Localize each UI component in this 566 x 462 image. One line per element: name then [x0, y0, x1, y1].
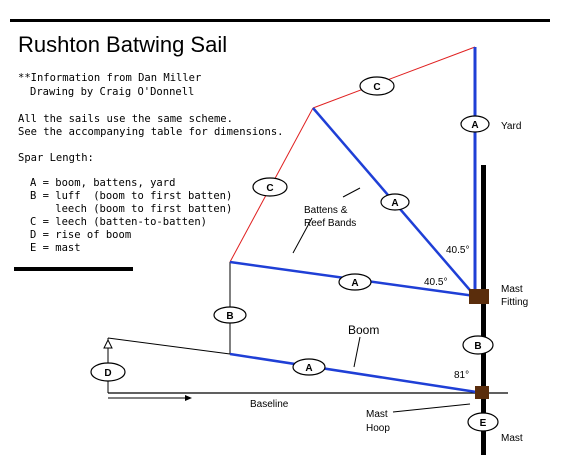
mast-hoop — [475, 386, 489, 399]
top-rule — [10, 19, 550, 22]
legend-line-b: B = luff (boom to first batten) — [30, 190, 232, 202]
source-note: **Information from Dan Miller — [18, 72, 201, 84]
battens-label-2: Reef Bands — [304, 218, 356, 229]
mast-fitting-label-1: Mast — [501, 284, 523, 295]
battens-pointer-2 — [342, 187, 361, 198]
legend-line-a: A = boom, battens, yard — [30, 177, 175, 189]
svg-text:C: C — [266, 183, 273, 194]
yard-label: Yard — [501, 121, 521, 132]
boom-rise-line — [107, 337, 231, 355]
mast-label: Mast — [501, 433, 523, 444]
legend-line-e: E = mast — [30, 242, 81, 254]
angle-upper: 40.5° — [446, 245, 469, 256]
hoop-pointer — [392, 403, 471, 413]
baseline-label: Baseline — [250, 399, 289, 410]
marker-a-diag: A — [380, 193, 410, 211]
legend-heading: Spar Length: — [18, 152, 94, 164]
legend-rule — [14, 267, 133, 271]
marker-a-yard: A — [460, 115, 490, 133]
svg-text:E: E — [480, 418, 487, 429]
battens-label-1: Battens & — [304, 205, 348, 216]
leech-upper — [312, 46, 476, 109]
mast-hoop-label-1: Mast — [366, 409, 388, 420]
legend-line-b2: leech (boom to first batten) — [30, 203, 232, 215]
marker-c-upper: C — [359, 76, 395, 96]
marker-b-mast: B — [462, 335, 494, 355]
mast-hoop-label-2: Hoop — [366, 423, 390, 434]
baseline-arrowhead — [185, 395, 192, 401]
svg-text:B: B — [474, 341, 481, 352]
page-title: Rushton Batwing Sail — [18, 32, 227, 57]
marker-d: D — [90, 362, 126, 382]
mast-fitting — [469, 289, 489, 304]
mast — [481, 165, 486, 455]
marker-e: E — [467, 412, 499, 432]
angle-lower: 40.5° — [424, 277, 447, 288]
boom-label: Boom — [348, 323, 379, 337]
svg-text:B: B — [226, 311, 233, 322]
svg-text:A: A — [351, 278, 358, 289]
legend-line-d: D = rise of boom — [30, 229, 131, 241]
svg-text:C: C — [373, 82, 380, 93]
marker-b-luff: B — [213, 306, 247, 324]
marker-c-lower: C — [252, 177, 288, 197]
svg-text:A: A — [305, 363, 312, 374]
boom-spar — [229, 352, 484, 395]
svg-text:D: D — [104, 368, 111, 379]
battens-pointer — [292, 217, 313, 254]
scheme-line-2: See the accompanying table for dimension… — [18, 126, 284, 138]
legend-line-c: C = leech (batten-to-batten) — [30, 216, 207, 228]
marker-a-batten: A — [338, 273, 372, 291]
svg-text:A: A — [471, 120, 478, 131]
angle-boom: 81° — [454, 370, 469, 381]
scheme-line-1: All the sails use the same scheme. — [18, 113, 233, 125]
svg-text:A: A — [391, 198, 398, 209]
drawing-credit: Drawing by Craig O'Donnell — [30, 86, 194, 98]
boom-pointer — [353, 336, 361, 368]
mast-fitting-label-2: Fitting — [501, 297, 528, 308]
rise-arrowhead — [103, 338, 113, 349]
marker-a-boom: A — [292, 358, 326, 376]
